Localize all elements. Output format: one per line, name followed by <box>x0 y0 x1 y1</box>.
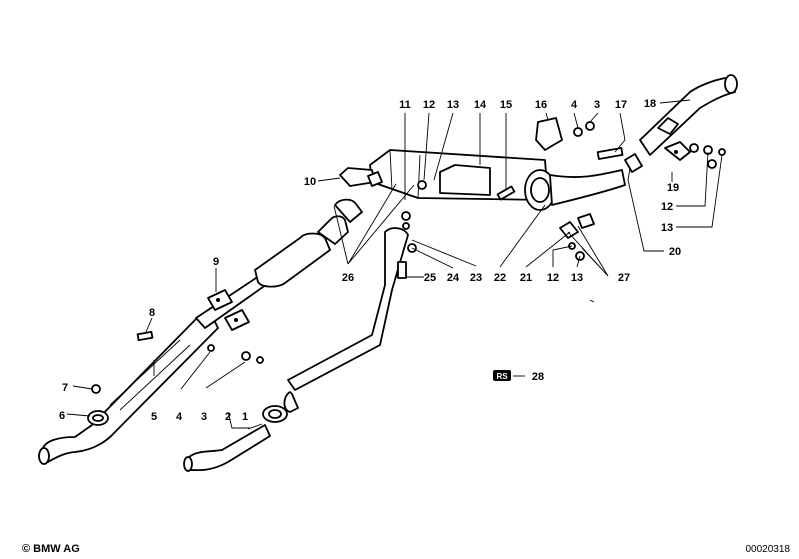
tail-pipe-hanger <box>657 117 691 161</box>
label-12-bottom: 12 <box>547 272 559 284</box>
label-10: 10 <box>304 176 316 188</box>
leader-lines <box>66 99 723 430</box>
label-22: 22 <box>494 272 506 284</box>
label-9: 9 <box>213 256 219 268</box>
label-8: 8 <box>149 307 155 319</box>
label-27: 27 <box>618 272 630 284</box>
rs-symbol-text: RS <box>496 372 508 381</box>
label-11: 11 <box>399 99 411 111</box>
label-14: 14 <box>474 99 487 111</box>
label-18: 18 <box>644 98 656 110</box>
pipe-clamp-9 <box>207 289 250 331</box>
main-silencer <box>339 149 549 201</box>
label-21: 21 <box>520 272 532 284</box>
label-16: 16 <box>535 99 547 111</box>
rear-intermediate-pipe <box>283 227 409 413</box>
label-23: 23 <box>470 272 482 284</box>
middle-pipe <box>195 198 363 329</box>
part-number-labels: 1 2 3 4 5 6 7 8 9 10 11 12 13 14 15 16 4… <box>59 98 681 423</box>
clamp-2 <box>262 405 288 423</box>
label-5: 5 <box>151 411 157 423</box>
front-exhaust-pipe <box>38 315 219 465</box>
label-15: 15 <box>500 99 512 111</box>
label-3-top: 3 <box>594 99 600 111</box>
front-flange <box>87 410 109 426</box>
silencer-outlet <box>524 169 626 211</box>
label-13-top: 13 <box>447 99 459 111</box>
label-24: 24 <box>447 272 460 284</box>
label-3: 3 <box>201 411 207 423</box>
label-4-top: 4 <box>571 99 578 111</box>
label-20: 20 <box>669 246 681 258</box>
label-1: 1 <box>242 411 248 423</box>
copyright-text: © BMW AG <box>22 543 80 555</box>
label-12-right: 12 <box>661 201 673 213</box>
label-7: 7 <box>62 382 68 394</box>
label-4: 4 <box>176 411 183 423</box>
label-25: 25 <box>424 272 436 284</box>
label-6: 6 <box>59 410 65 422</box>
label-17: 17 <box>615 99 627 111</box>
lower-pipe-1 <box>183 424 271 472</box>
label-12-top: 12 <box>423 99 435 111</box>
label-19: 19 <box>667 182 679 194</box>
label-2: 2 <box>225 411 231 423</box>
label-13-bottom: 13 <box>571 272 583 284</box>
diagram-code: 00020318 <box>746 544 791 555</box>
rs-symbol: RS <box>493 370 511 381</box>
label-28: 28 <box>532 371 544 383</box>
label-13-right: 13 <box>661 222 673 234</box>
label-26: 26 <box>342 272 354 284</box>
tail-pipe-18 <box>639 74 738 156</box>
